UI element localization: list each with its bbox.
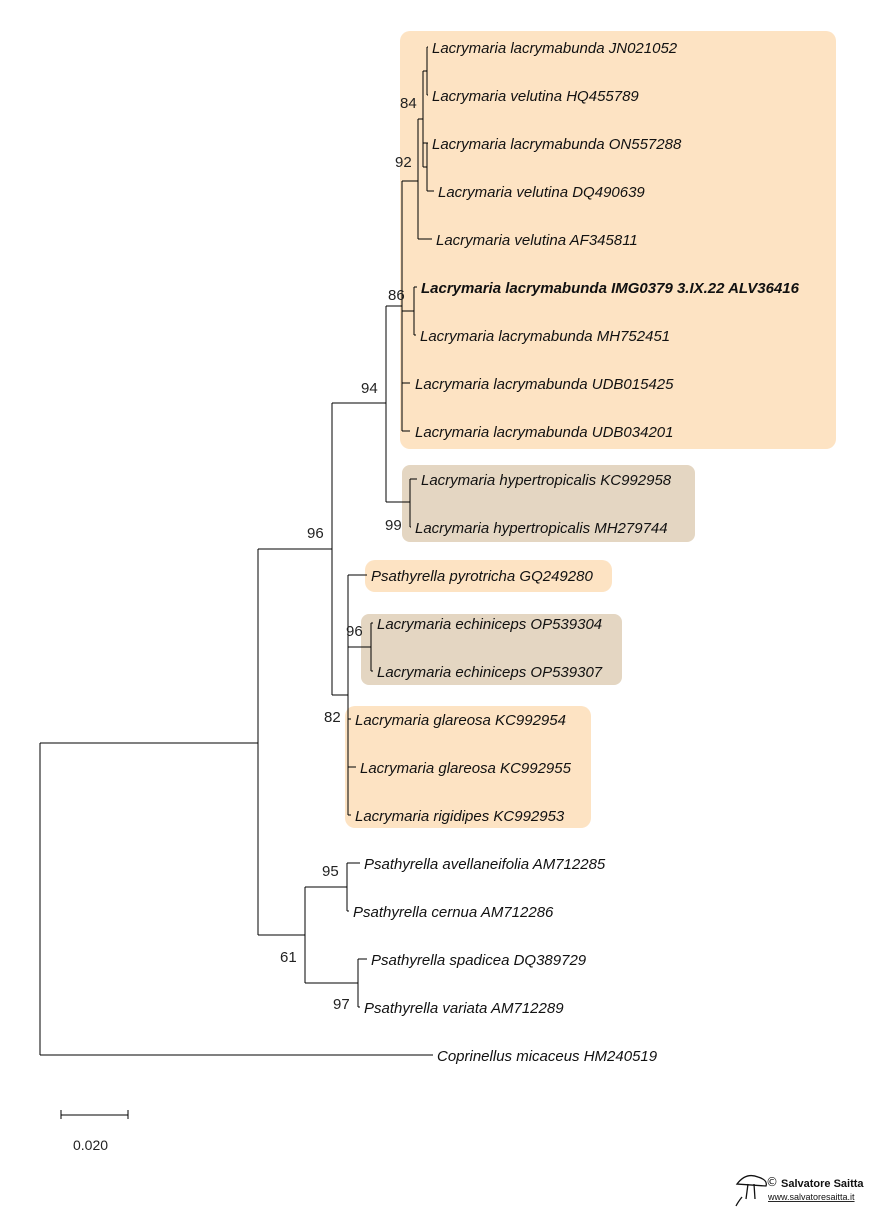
watermark-name: Salvatore Saitta bbox=[781, 1178, 864, 1190]
leaf-label: Psathyrella cernua AM712286 bbox=[353, 904, 554, 921]
leaf-label: Psathyrella variata AM712289 bbox=[364, 1000, 564, 1017]
bootstrap-value: 82 bbox=[324, 709, 341, 726]
leaf-label: Lacrymaria glareosa KC992954 bbox=[355, 712, 566, 729]
leaf-label: Lacrymaria lacrymabunda JN021052 bbox=[432, 40, 678, 57]
leaf-label: Lacrymaria velutina AF345811 bbox=[436, 232, 638, 249]
watermark: © Salvatore Saitta www.salvatoresaitta.i… bbox=[735, 1174, 864, 1207]
bootstrap-value: 92 bbox=[395, 154, 412, 171]
leaf-label: Lacrymaria rigidipes KC992953 bbox=[355, 808, 565, 825]
scale-bar: 0.020 bbox=[60, 1110, 129, 1153]
clade-box-lacrymabunda bbox=[400, 31, 836, 449]
leaf-label: Lacrymaria glareosa KC992955 bbox=[360, 760, 572, 777]
bootstrap-value: 97 bbox=[333, 996, 350, 1013]
bootstrap-value: 95 bbox=[322, 863, 339, 880]
bootstrap-value: 94 bbox=[361, 380, 378, 397]
copyright-symbol: © bbox=[766, 1175, 778, 1189]
bootstrap-values: 84 92 86 94 99 96 96 82 95 61 97 bbox=[280, 95, 417, 1013]
branches bbox=[39, 46, 434, 1056]
leaf-label: Lacrymaria echiniceps OP539304 bbox=[377, 616, 602, 633]
bootstrap-value: 96 bbox=[307, 525, 324, 542]
leaf-label: Lacrymaria velutina DQ490639 bbox=[438, 184, 645, 201]
leaf-label: Psathyrella pyrotricha GQ249280 bbox=[371, 568, 593, 585]
leaf-label: Lacrymaria lacrymabunda UDB034201 bbox=[415, 424, 673, 441]
clade-box-echiniceps bbox=[361, 614, 622, 685]
leaf-label: Lacrymaria lacrymabunda UDB015425 bbox=[415, 376, 674, 393]
clade-box-hypertropicalis bbox=[402, 465, 695, 542]
bootstrap-value: 99 bbox=[385, 517, 402, 534]
scale-bar-label: 0.020 bbox=[73, 1137, 108, 1153]
bootstrap-value: 61 bbox=[280, 949, 297, 966]
leaf-labels: Lacrymaria lacrymabunda JN021052 Lacryma… bbox=[353, 40, 800, 1065]
leaf-label: Lacrymaria hypertropicalis KC992958 bbox=[421, 472, 672, 489]
leaf-label: Lacrymaria echiniceps OP539307 bbox=[377, 664, 603, 681]
bootstrap-value: 96 bbox=[346, 623, 363, 640]
leaf-label-highlighted: Lacrymaria lacrymabunda IMG0379 3.IX.22 … bbox=[421, 280, 800, 297]
leaf-label: Psathyrella spadicea DQ389729 bbox=[371, 952, 587, 969]
leaf-label: Lacrymaria lacrymabunda ON557288 bbox=[432, 136, 682, 153]
leaf-label: Lacrymaria lacrymabunda MH752451 bbox=[420, 328, 670, 345]
clade-box-glareosa bbox=[345, 706, 591, 828]
watermark-url: www.salvatoresaitta.it bbox=[767, 1192, 855, 1202]
leaf-label: Coprinellus micaceus HM240519 bbox=[437, 1048, 658, 1065]
mushroom-logo-icon bbox=[735, 1174, 767, 1207]
bootstrap-value: 84 bbox=[400, 95, 417, 112]
leaf-label: Lacrymaria hypertropicalis MH279744 bbox=[415, 520, 668, 537]
clade-box-pyrotricha bbox=[365, 560, 612, 592]
leaf-label: Psathyrella avellaneifolia AM712285 bbox=[364, 856, 606, 873]
leaf-label: Lacrymaria velutina HQ455789 bbox=[432, 88, 639, 105]
bootstrap-value: 86 bbox=[388, 287, 405, 304]
